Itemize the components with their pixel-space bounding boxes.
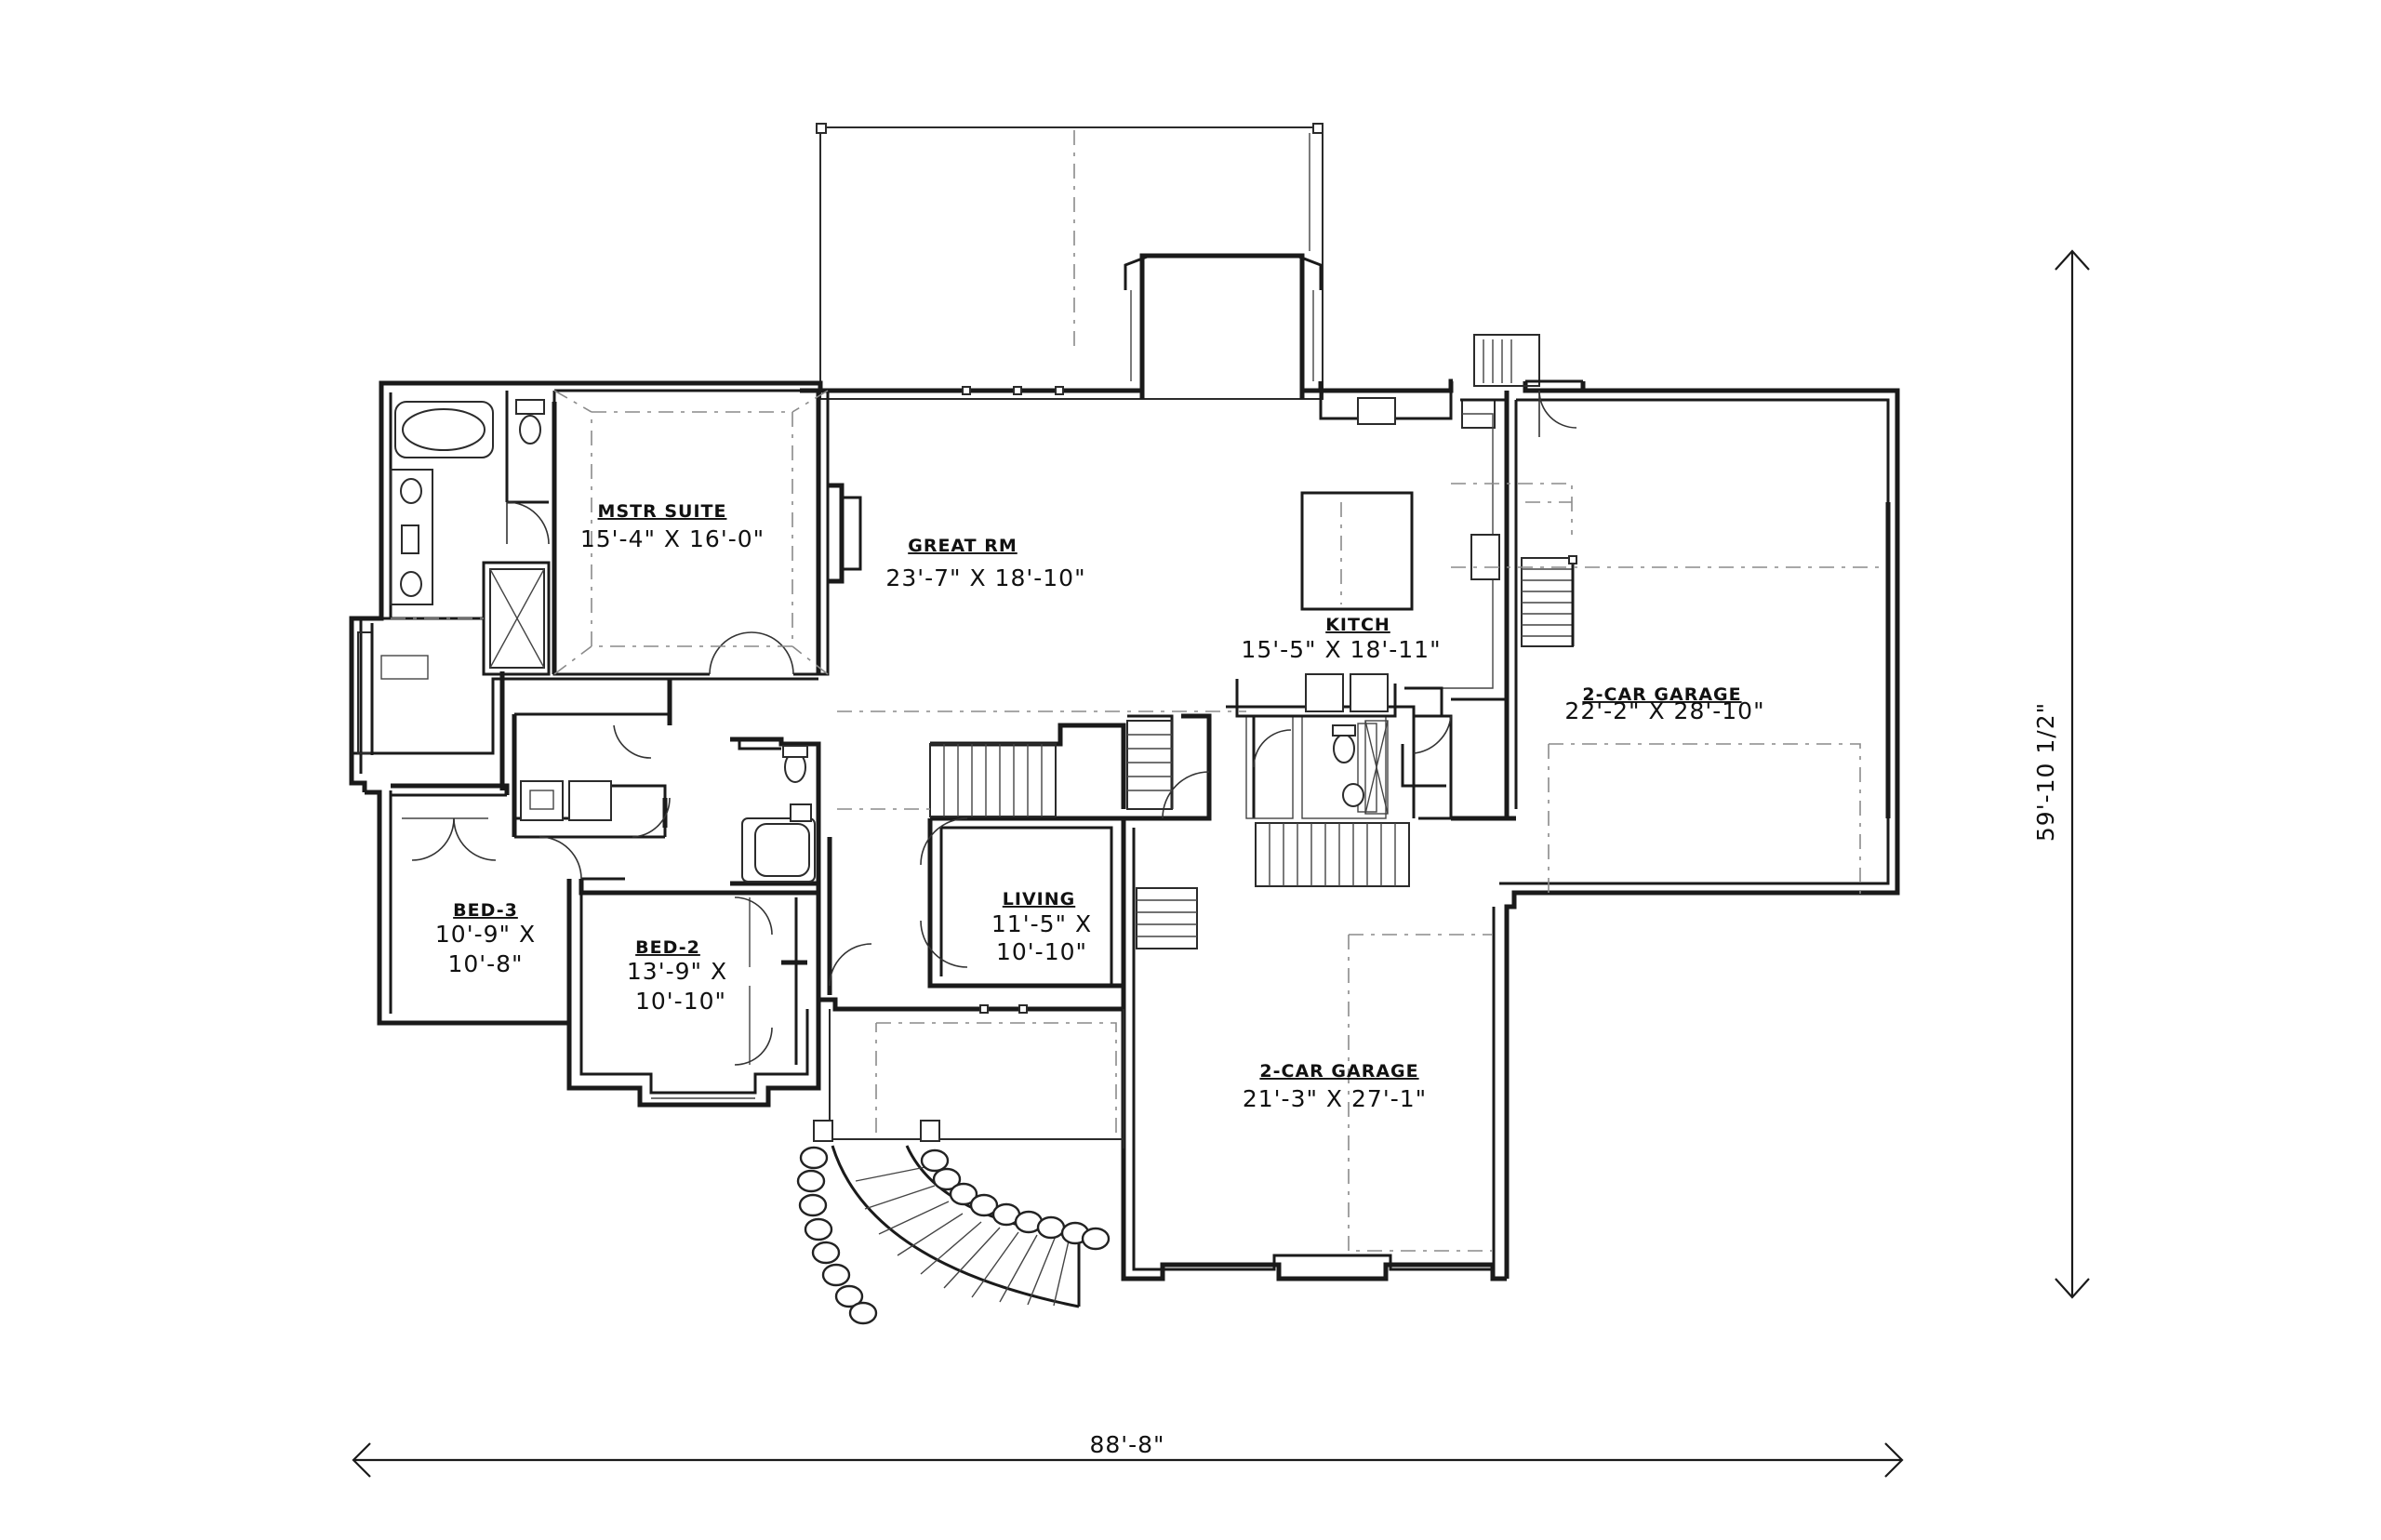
bed2-dim-line2: 10'-10" (635, 988, 726, 1015)
top-arrowhead (2055, 249, 2090, 271)
overall-width-label: 88'-8" (1089, 1431, 1164, 1458)
great-rm-dim: 23'-7" X 18'-10" (885, 564, 1085, 591)
interior-walls (352, 334, 1586, 1065)
mstr-suite-dim: 15'-4" X 16'-0" (580, 525, 765, 552)
overall-depth-label: 59'-10 1/2" (2032, 702, 2059, 842)
bed3-dim-line2: 10'-8" (447, 950, 523, 977)
dimension-lines (352, 249, 2090, 1478)
garage-right-dim: 22'-2" X 28'-10" (1564, 697, 1764, 724)
living-dim-line1: 11'-5" X (991, 910, 1092, 937)
bed2-name: BED-2 (635, 937, 700, 958)
ceiling-lines (391, 390, 1879, 1252)
bed3-name: BED-3 (453, 900, 518, 921)
bed2-dim-line1: 13'-9" X (627, 958, 727, 985)
garage-front-dim: 21'-3" X 27'-1" (1243, 1085, 1427, 1112)
left-arrowhead (352, 1442, 371, 1478)
stairs (929, 555, 1577, 949)
rear-patio (816, 123, 1324, 400)
garage-right-name: 2-CAR GARAGE (1582, 684, 1741, 705)
living-name: LIVING (1003, 889, 1075, 909)
garage-front-name: 2-CAR GARAGE (1259, 1061, 1418, 1082)
bottom-arrowhead (2055, 1278, 2090, 1299)
bed3-dim-line1: 10'-9" X (435, 921, 536, 948)
fixtures (357, 399, 1389, 883)
mstr-suite-name: MSTR SUITE (598, 501, 727, 522)
kitch-dim: 15'-5" X 18'-11" (1241, 636, 1441, 663)
front-porch (796, 1009, 1124, 1325)
great-rm-name: GREAT RM (908, 536, 1018, 556)
doors (411, 390, 1577, 1066)
living-dim-line2: 10'-10" (996, 938, 1087, 965)
right-arrowhead (1884, 1442, 1904, 1478)
exterior-walls (349, 378, 1900, 1281)
room-labels: MSTR SUITE 15'-4" X 16'-0" GREAT RM 23'-… (435, 501, 1764, 1112)
kitch-name: KITCH (1325, 615, 1390, 635)
